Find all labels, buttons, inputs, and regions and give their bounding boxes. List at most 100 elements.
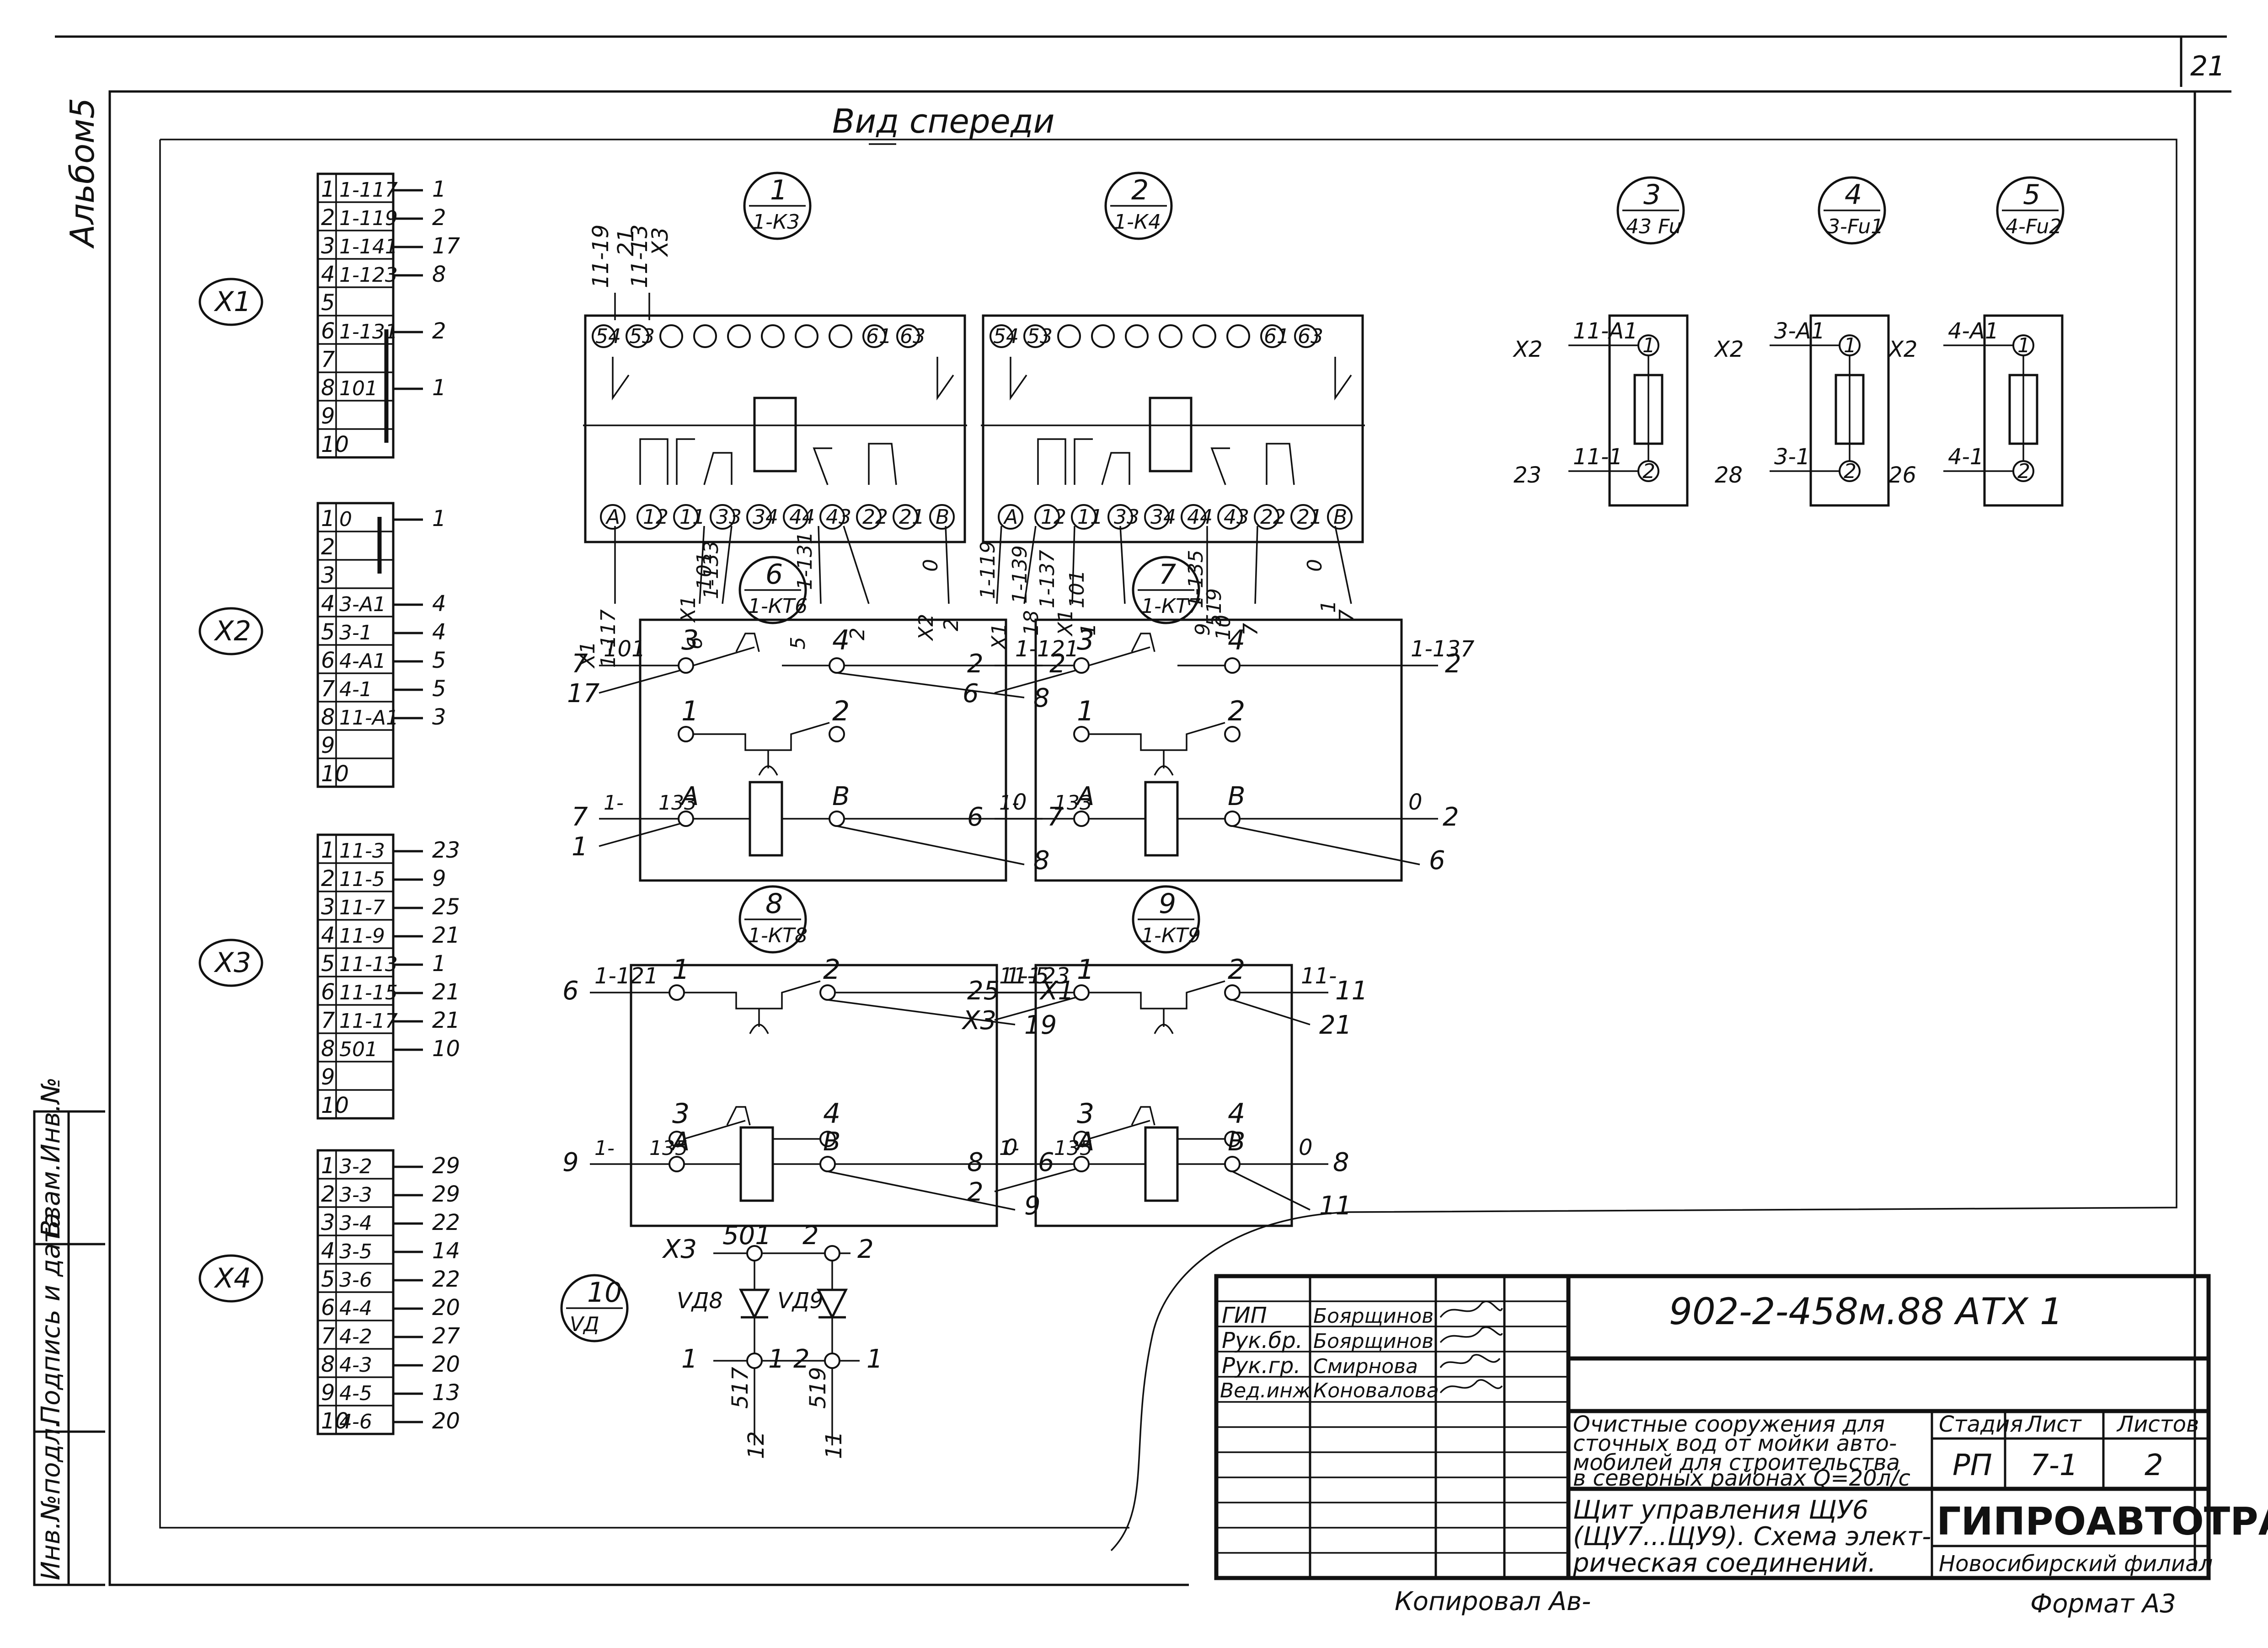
role-ved-inzh: Вед.инж <box>1220 1379 1311 1402</box>
component-number: 1 <box>770 174 787 206</box>
relay-top-circle <box>990 324 1013 348</box>
component-5: 54-Fu2 <box>1996 176 2065 245</box>
top-left-wire: 11-5 <box>999 963 1049 989</box>
terminal-number: 6 <box>321 1295 335 1321</box>
contact-2 <box>1224 726 1241 742</box>
fuse-pin-2: 2 <box>1642 460 1655 483</box>
diode-b12: 12 <box>744 1431 769 1459</box>
relay-bottom-pin <box>819 504 845 530</box>
page-number: 21 <box>2190 50 2225 82</box>
terminal-destination: 4 <box>432 591 446 617</box>
relay-top-circle <box>829 324 852 348</box>
ext-wire <box>827 1170 1016 1211</box>
time-relay-frame <box>630 964 998 1227</box>
role-ruk-gr: Рук.гр. <box>1222 1353 1301 1379</box>
terminal-number: 7 <box>321 347 335 372</box>
relay-bottom-pin <box>783 504 808 530</box>
terminal-wire: 1-123 <box>339 263 398 287</box>
fuse-left-top: X2 <box>1512 337 1542 362</box>
terminal-number: 2 <box>321 534 335 560</box>
coil-label-a: А <box>1075 782 1094 811</box>
contact-1-label: 1 <box>681 695 699 727</box>
fuse-body <box>1835 374 1865 445</box>
coil-wire-a: 133 <box>1054 791 1092 815</box>
component-circle <box>560 1274 629 1342</box>
fuse-frame <box>1983 314 2064 507</box>
sheet-value: 7-1 <box>2030 1449 2078 1482</box>
relay-bottom-pin-label: 21 <box>1297 505 1322 529</box>
stamp-replace-inv: Взам.Инв.№ <box>36 1077 66 1237</box>
terminal-number: 7 <box>321 676 335 702</box>
top-right-dest: 11 <box>1335 976 1368 1006</box>
terminal-number: 4 <box>321 591 335 617</box>
drawing-0: Щит управления ЩУ6 <box>1573 1495 1868 1525</box>
terminal-wire: 3-4 <box>339 1212 372 1235</box>
relay-bottom-pin-label: 21 <box>899 505 925 529</box>
fuse-top-wire: 4-А1 <box>1948 318 1999 344</box>
coil-label-b: В <box>1228 1127 1245 1157</box>
coil-right-dest: 7 <box>1047 802 1064 832</box>
diode-vd9: VД9 <box>777 1288 824 1314</box>
terminal-destination: 4 <box>432 619 446 645</box>
delay-mark <box>735 633 760 652</box>
relay1-bottom-wire: X1 <box>576 641 599 669</box>
relay-bottom-pin-label: 43 <box>826 505 851 529</box>
terminal-number: 8 <box>321 375 335 401</box>
coil-label-a: А <box>671 1127 690 1157</box>
relay2-bottom-wire: 1-119 <box>976 541 1000 599</box>
component-ref: 3-Fu1 <box>1827 215 1883 238</box>
terminal-number: 6 <box>321 318 335 344</box>
terminal-wire: 4-1 <box>339 678 372 701</box>
relay-bottom-pin <box>1071 504 1097 530</box>
terminal-destination: 3 <box>432 704 446 730</box>
terminal-destination: 21 <box>432 979 460 1005</box>
relay-top-circle <box>659 324 683 348</box>
relay-bottom-pin <box>929 504 955 530</box>
relay-top-pin-label: 61 <box>866 325 892 348</box>
terminal-number: 5 <box>321 1267 335 1292</box>
terminal-destination: 13 <box>432 1380 460 1406</box>
terminal-number: 4 <box>321 262 335 287</box>
stamp-sign-date: Подпись и дата <box>36 1213 66 1425</box>
format: Формат А3 <box>2030 1589 2176 1619</box>
relay-top-circle <box>1159 324 1182 348</box>
terminal-destination: 22 <box>432 1267 460 1292</box>
terminal-wire: 11-15 <box>339 981 398 1004</box>
terminal-jumpers <box>377 329 389 574</box>
terminal-number: 3 <box>321 233 335 259</box>
relay-top-circle <box>626 324 649 348</box>
contact-4-label: 4 <box>1228 624 1245 656</box>
relay-bottom-pin-label: 44 <box>789 505 815 529</box>
terminal-number: 3 <box>321 563 335 588</box>
terminal-destination: 23 <box>432 837 460 863</box>
project-3: в северных районах Q=20л/с <box>1573 1465 1910 1491</box>
terminal-destination: 25 <box>432 894 460 920</box>
top-right-wire: 1-121 <box>1015 636 1079 662</box>
relay1-top-wire: 21 <box>613 228 639 256</box>
project-2: мобилей для строительства <box>1573 1450 1900 1476</box>
terminal-number: 10 <box>321 1093 349 1118</box>
diode-src: X3 <box>662 1235 697 1264</box>
component-number: 7 <box>1159 558 1176 590</box>
terminal-number: 4 <box>321 1238 335 1264</box>
coil-right-dest-2: 6 <box>1429 846 1445 875</box>
relay2-bottom-wire: 1-135 <box>1184 550 1208 608</box>
contact-3-label: 3 <box>672 1098 690 1130</box>
role-ruk-br: Рук.бр. <box>1222 1328 1303 1353</box>
relay2-bottom-wire: 0 <box>1303 559 1327 572</box>
terminal-number: 6 <box>321 648 335 673</box>
ext-wire <box>836 825 1025 865</box>
relay1-top-wire: 11-13 <box>627 225 653 288</box>
relay1-bottom-wire: 1-133 <box>700 541 723 599</box>
terminal-number: 2 <box>321 866 335 891</box>
component-8: 81-КТ8 <box>738 885 808 954</box>
terminal-number: 2 <box>321 1181 335 1207</box>
terminal-destination: 29 <box>432 1153 460 1179</box>
